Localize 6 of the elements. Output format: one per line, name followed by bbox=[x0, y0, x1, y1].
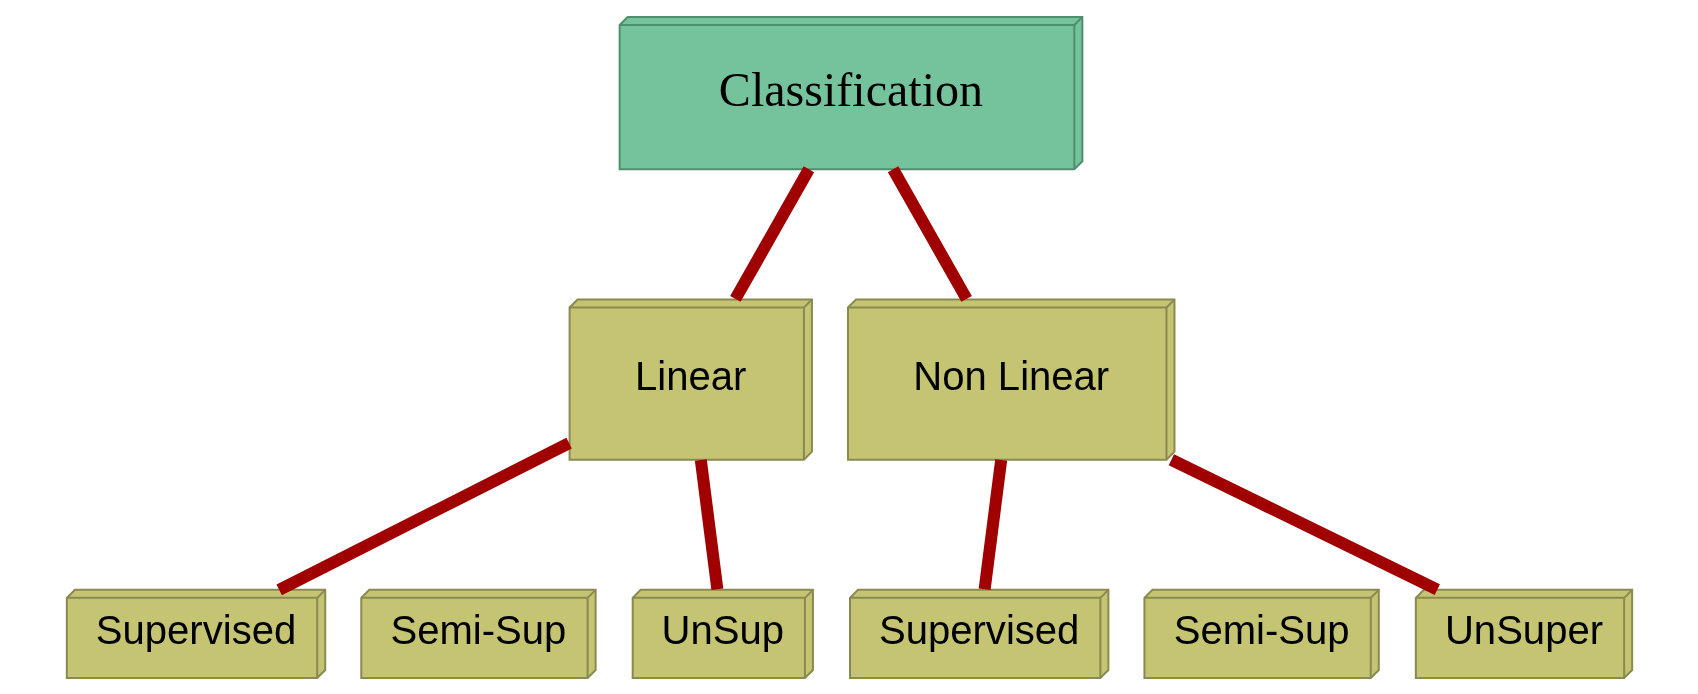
connector bbox=[887, 165, 972, 302]
connector bbox=[275, 437, 572, 595]
connector bbox=[1168, 453, 1440, 595]
connector bbox=[694, 458, 723, 590]
connector bbox=[978, 458, 1007, 590]
connector bbox=[729, 165, 814, 302]
